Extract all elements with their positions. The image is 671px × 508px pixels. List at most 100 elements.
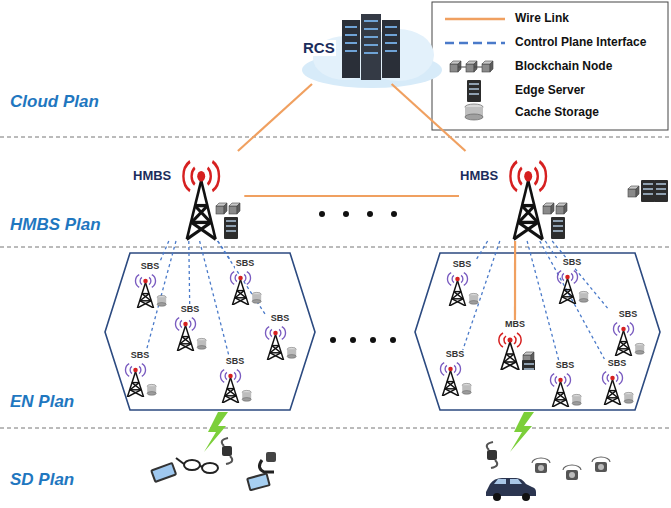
graphic-part (514, 180, 543, 239)
graphic-part (616, 374, 618, 381)
graphic-part (183, 322, 188, 327)
small-base-station: MBS (495, 320, 535, 370)
graphic-part (495, 330, 535, 370)
graphic-part (364, 52, 378, 54)
graphic-part (552, 382, 568, 407)
station-icon (225, 269, 265, 305)
graphic-part (486, 478, 536, 496)
graphic-part (563, 465, 581, 470)
station-icon (442, 270, 482, 306)
graphic-part (618, 341, 627, 348)
graphic-part (238, 276, 243, 281)
graphic-part (607, 398, 621, 405)
graphic-part (514, 336, 516, 344)
graphic-part (494, 479, 522, 484)
graphic-part (532, 458, 550, 473)
graphic-part (180, 344, 194, 351)
graphic-part (139, 366, 141, 373)
graphic-part (452, 291, 461, 298)
graphic-part (609, 390, 618, 397)
graphic-part (555, 376, 557, 383)
graphic-part (319, 211, 325, 217)
graphic-part (189, 320, 191, 327)
node-label: SBS (562, 258, 583, 268)
graphic-part (607, 374, 609, 381)
graphic-part (615, 331, 631, 356)
graphic-part (135, 275, 139, 288)
graphic-part (222, 438, 233, 464)
graphic-part (514, 222, 538, 239)
graphic-part (619, 372, 623, 385)
small-base-station: SBS (130, 262, 170, 308)
graphic-part (445, 18, 505, 21)
graphic-part (157, 302, 166, 306)
graphic-part (465, 114, 483, 120)
graphic-part (562, 289, 571, 296)
graphic-part (364, 36, 378, 38)
small-base-station: SBS (608, 310, 648, 356)
graphic-part (447, 273, 451, 286)
station-icon (545, 371, 585, 407)
graphic-part (564, 376, 566, 383)
graphic-part (350, 337, 356, 343)
graphic-part (385, 50, 397, 52)
graphic-part (604, 398, 618, 405)
graphic-part (641, 180, 655, 202)
graphic-part (545, 371, 585, 407)
graphic-part (220, 370, 240, 383)
graphic-part (442, 389, 456, 396)
graphic-part (234, 372, 236, 379)
control-link (545, 241, 556, 258)
graphic-part (342, 20, 360, 78)
macro-base-station: HMBS (459, 151, 571, 241)
wire-link (238, 84, 312, 151)
node-label: SBS (607, 359, 628, 369)
station-icon (215, 367, 255, 403)
graphic-part (572, 401, 581, 405)
graphic-part (248, 475, 268, 489)
graphic-part (222, 378, 238, 403)
graphic-part (517, 333, 521, 347)
graphic-part (390, 337, 396, 343)
graphic-part (142, 364, 146, 377)
graphic-part (487, 442, 498, 468)
graphic-part (330, 337, 336, 343)
graphic-part (571, 273, 573, 280)
graphic-part (170, 315, 210, 351)
graphic-part (487, 442, 498, 468)
graphic-part (458, 67, 466, 68)
station-icon (130, 272, 170, 308)
graphic-part (216, 203, 227, 214)
graphic-part (208, 168, 211, 185)
graphic-part (232, 280, 248, 305)
graphic-part (105, 253, 315, 410)
graphic-part (345, 26, 357, 28)
graphic-part (137, 301, 151, 308)
graphic-part (610, 376, 615, 381)
graphic-part (563, 465, 581, 480)
graphic-part (227, 388, 236, 395)
graphic-part (628, 186, 639, 197)
graphic-part (246, 472, 271, 491)
graphic-part (192, 206, 208, 223)
graphic-part (598, 464, 604, 470)
graphic-part (522, 360, 535, 370)
small-base-station: SBS (260, 314, 300, 360)
graphic-part (0, 428, 671, 429)
graphic-part (579, 298, 588, 302)
graphic-part (338, 12, 402, 84)
graphic-part (142, 293, 151, 300)
graphic-part (287, 354, 296, 358)
graphic-part (202, 463, 218, 473)
graphic-part (550, 374, 554, 387)
graphic-part (592, 457, 610, 462)
graphic-part (370, 337, 376, 343)
graphic-part (259, 452, 276, 472)
graphic-part (486, 478, 536, 501)
small-base-station: SBS (442, 260, 482, 306)
graphic-part (559, 279, 575, 304)
node-label: SBS (445, 350, 466, 360)
graphic-part (522, 493, 530, 501)
node-label: SBS (555, 361, 576, 371)
